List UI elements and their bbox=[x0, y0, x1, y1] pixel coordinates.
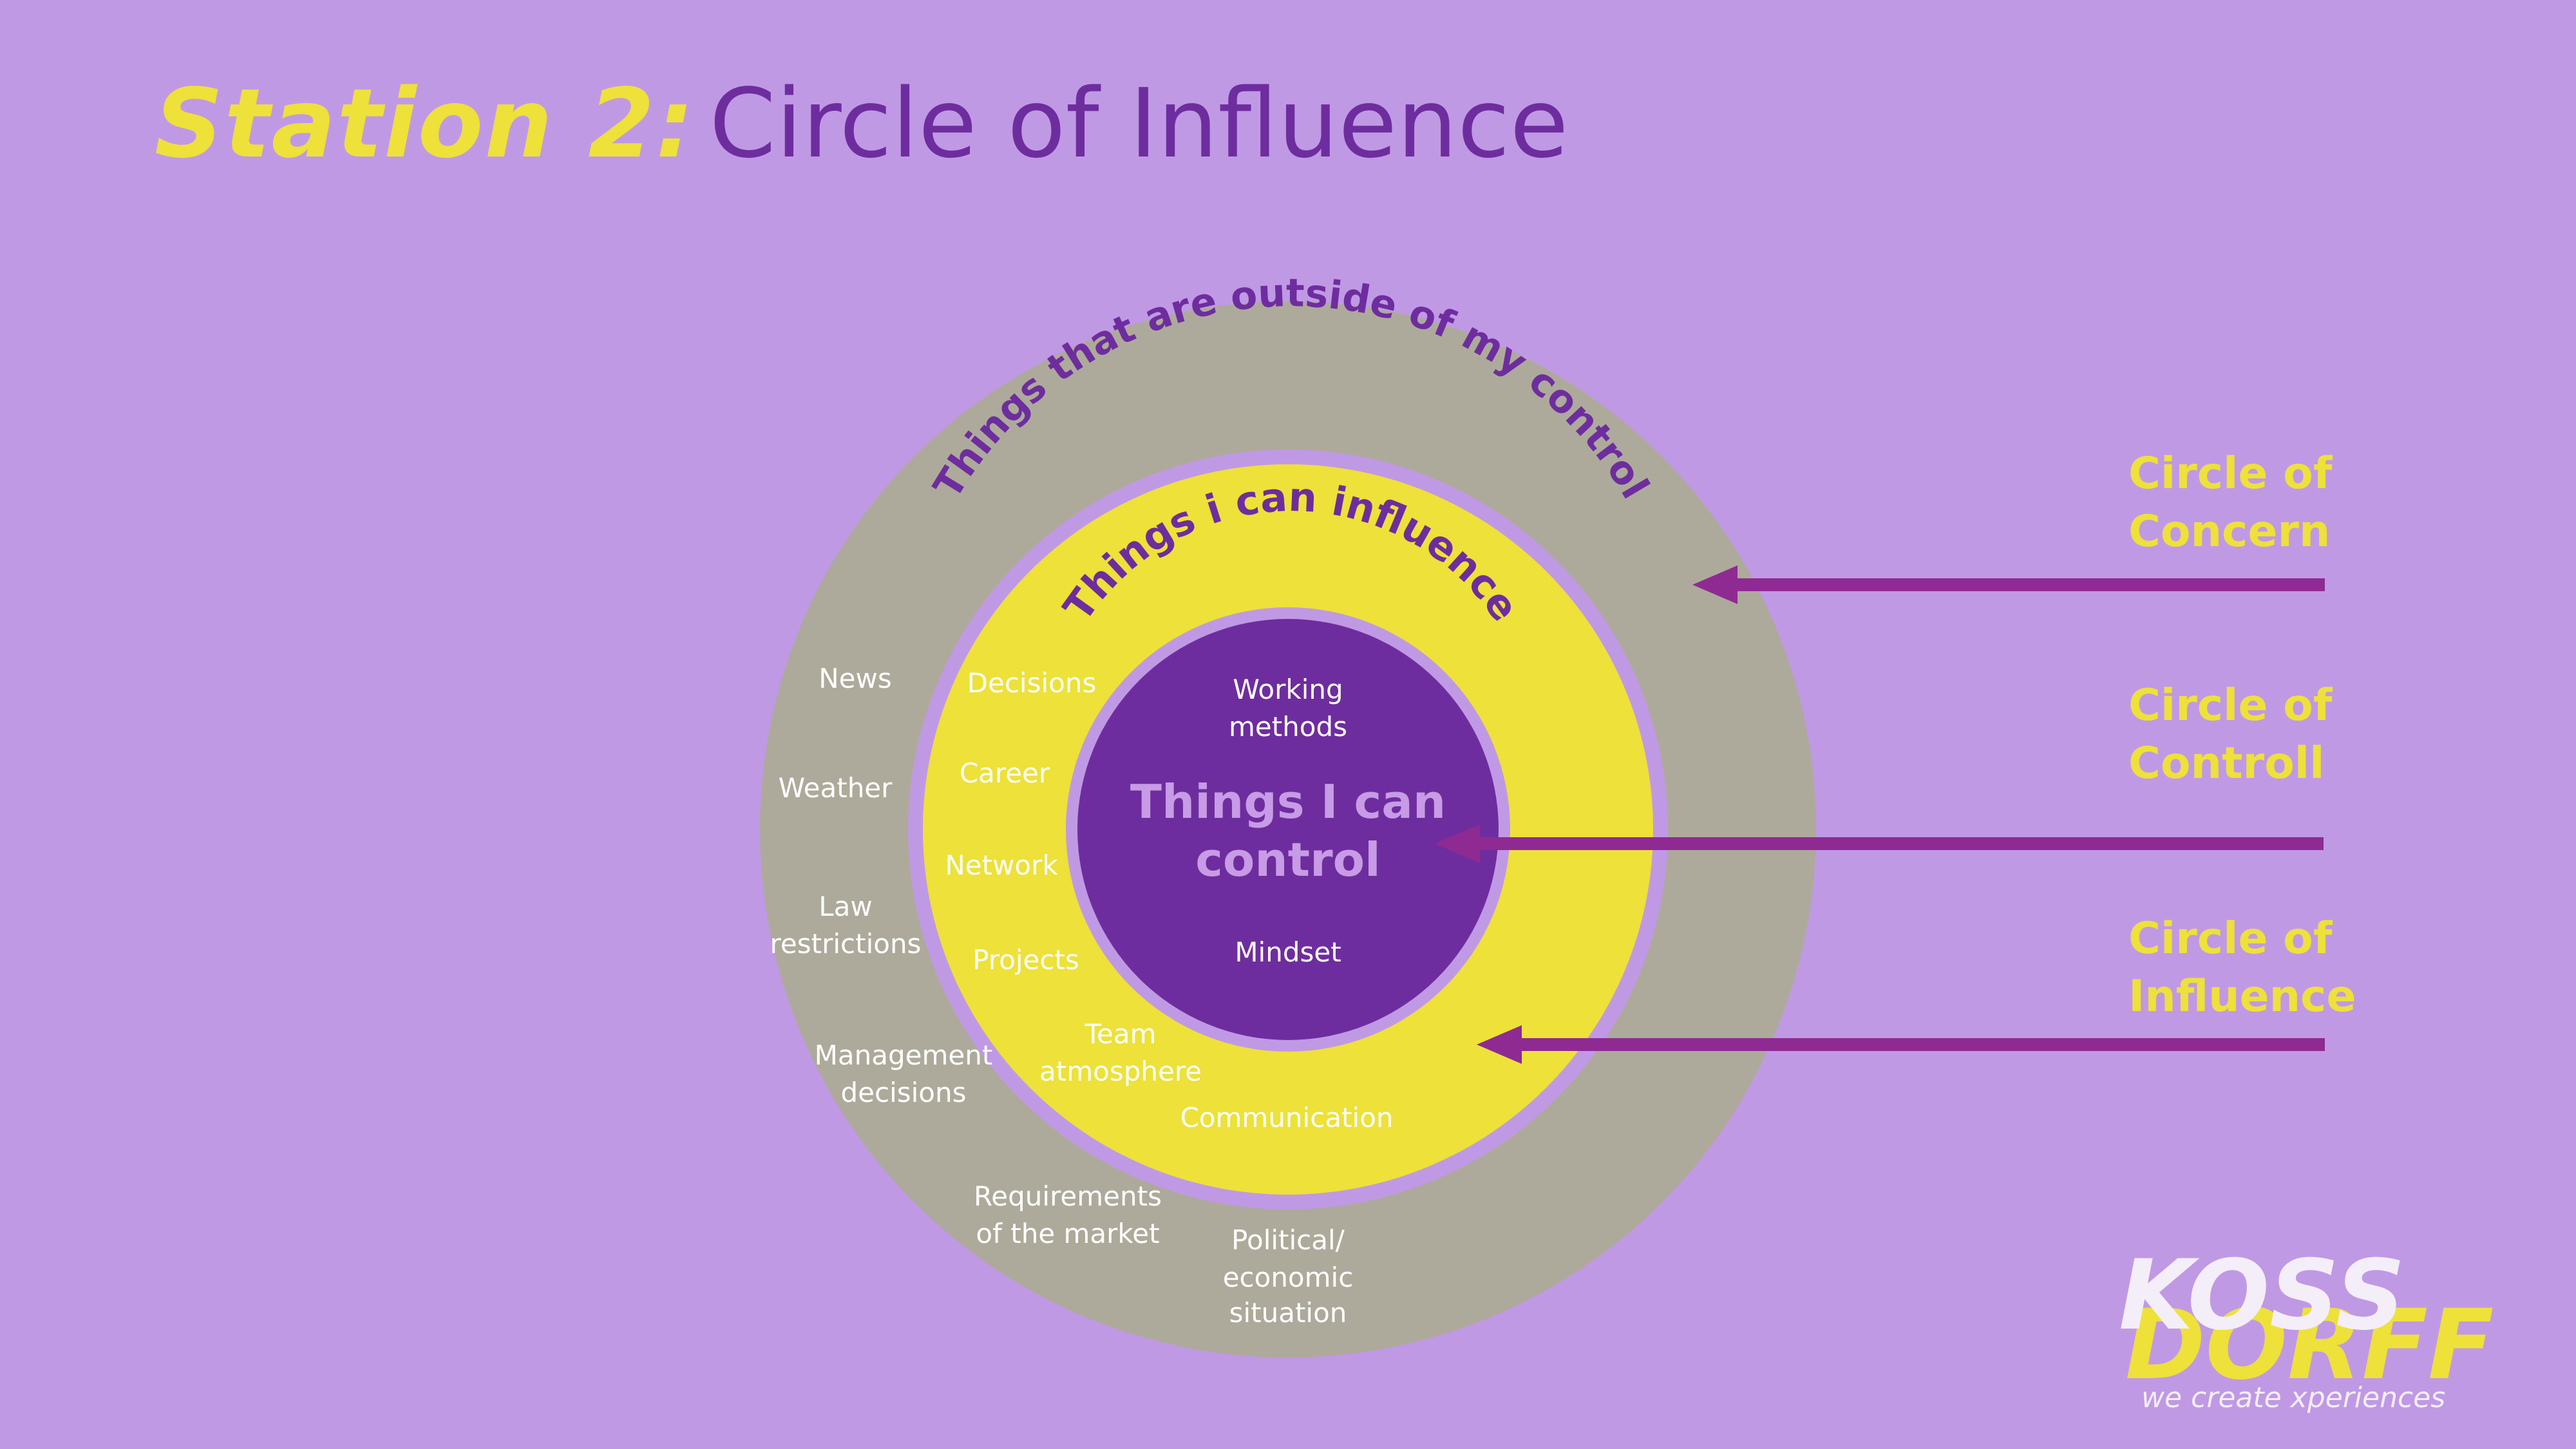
side-label-influence-2: Influence bbox=[2128, 971, 2356, 1022]
side-label-control-2: Controll bbox=[2128, 738, 2324, 789]
outer-item-pol-2: economic bbox=[1223, 1262, 1354, 1293]
outer-item-news: News bbox=[819, 663, 892, 694]
side-label-influence-1: Circle of bbox=[2128, 913, 2333, 964]
arrow-control bbox=[1435, 824, 2324, 863]
middle-item-team-1: Team bbox=[1084, 1018, 1156, 1050]
title-name: Circle of Influence bbox=[709, 68, 1569, 179]
outer-item-law-1: Law bbox=[819, 891, 873, 922]
side-label-control-1: Circle of bbox=[2128, 680, 2333, 731]
logo-tagline: we create xperiences bbox=[2141, 1381, 2445, 1414]
middle-item-team-2: atmosphere bbox=[1039, 1056, 1202, 1087]
middle-item-network: Network bbox=[945, 849, 1058, 881]
title-station: Station 2: bbox=[155, 68, 696, 179]
outer-item-law-2: restrictions bbox=[770, 928, 922, 960]
page-title: Station 2:Circle of Influence bbox=[155, 76, 1569, 171]
inner-item-working-2: methods bbox=[1229, 711, 1347, 743]
center-title-line1: Things I can bbox=[1130, 775, 1446, 829]
center-title-line2: control bbox=[1195, 833, 1380, 887]
side-label-concern-2: Concern bbox=[2128, 506, 2330, 557]
outer-item-mgmt-2: decisions bbox=[840, 1077, 966, 1108]
outer-item-req-2: of the market bbox=[976, 1218, 1159, 1249]
kossdorff-logo: DORFF KOSS we create xperiences bbox=[2119, 1240, 2494, 1414]
logo-dorff: DORFF bbox=[2125, 1289, 2494, 1401]
inner-item-mindset: Mindset bbox=[1235, 936, 1341, 968]
outer-item-mgmt-1: Management bbox=[815, 1039, 993, 1071]
middle-item-communication: Communication bbox=[1180, 1102, 1393, 1133]
inner-item-working-1: Working bbox=[1233, 674, 1343, 705]
inner-circle bbox=[1077, 619, 1499, 1040]
outer-item-pol-3: situation bbox=[1229, 1297, 1347, 1329]
outer-item-pol-1: Political/ bbox=[1231, 1224, 1345, 1256]
middle-item-career: Career bbox=[960, 757, 1050, 789]
logo-koss: KOSS bbox=[2119, 1240, 2405, 1352]
outer-item-req-1: Requirements bbox=[974, 1180, 1162, 1212]
middle-item-decisions: Decisions bbox=[967, 667, 1097, 699]
arrow-influence bbox=[1477, 1025, 2325, 1064]
middle-item-projects: Projects bbox=[972, 944, 1079, 976]
outer-item-weather: Weather bbox=[779, 772, 893, 804]
arrow-concern bbox=[1692, 565, 2325, 604]
side-label-concern-1: Circle of bbox=[2128, 448, 2333, 499]
